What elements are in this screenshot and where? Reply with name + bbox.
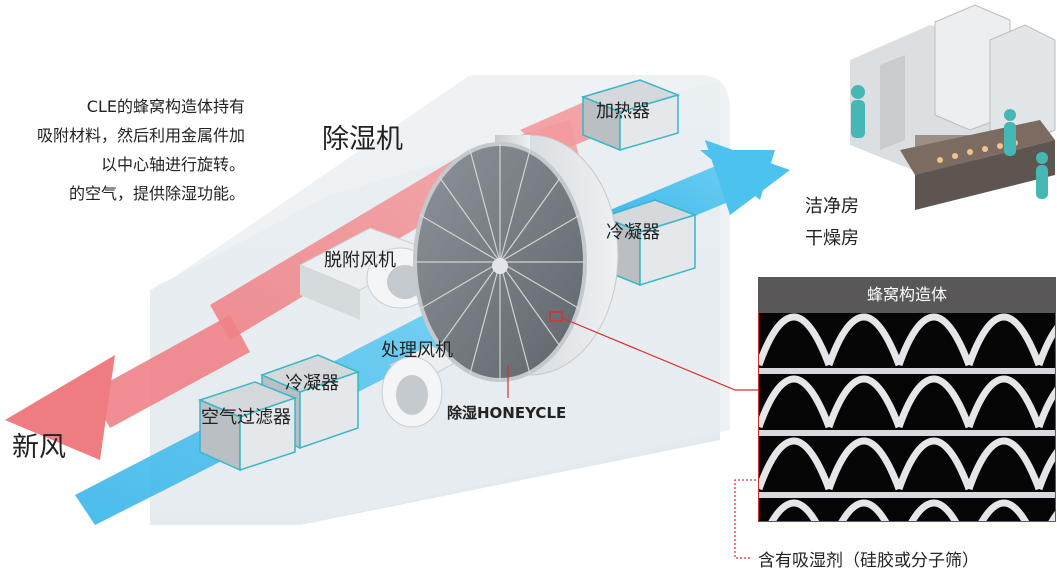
description-line: 的空气，提供除湿功能。 [68,184,245,203]
air-filter-label: 空气过滤器 [201,407,291,428]
adsorbent-annotation: 含有吸湿剂（硅胶或分子筛） [758,551,979,571]
description-text: CLE的蜂窝构造体持有 吸附材料，然后利用金属件加 以中心轴进行旋转。 的空气，… [0,92,245,208]
condenser-top-label: 冷凝器 [606,222,660,243]
honeycomb-panel: 蜂窝构造体 [758,277,1056,523]
description-line: 吸附材料，然后利用金属件加 [36,126,245,145]
process-fan [381,344,462,428]
honeycomb-leader [561,317,758,391]
heater-box [580,79,681,152]
description-line: 以中心轴进行旋转。 [100,155,245,174]
honeycomb-micrograph [758,313,1056,522]
destination-dryroom: 干燥房 [805,228,859,249]
destination-cleanroom: 洁净房 [805,196,859,217]
honeycle-rotor [413,134,619,398]
air-filter-box [197,381,298,472]
heater-label: 加热器 [596,101,650,122]
cleanroom-illustration [850,4,1056,210]
process-fan-label: 处理风机 [381,340,453,361]
dehumidifier-title: 除湿机 [322,124,403,155]
honeycomb-panel-title: 蜂窝构造体 [758,277,1056,313]
rotor-label: 除湿HONEYCLE [447,404,567,422]
desorption-fan-label: 脱附风机 [324,250,396,271]
outside-air-label: 新风 [12,432,66,463]
condenser-bottom-label: 冷凝器 [285,373,339,394]
description-line: CLE的蜂窝构造体持有 [86,97,245,116]
